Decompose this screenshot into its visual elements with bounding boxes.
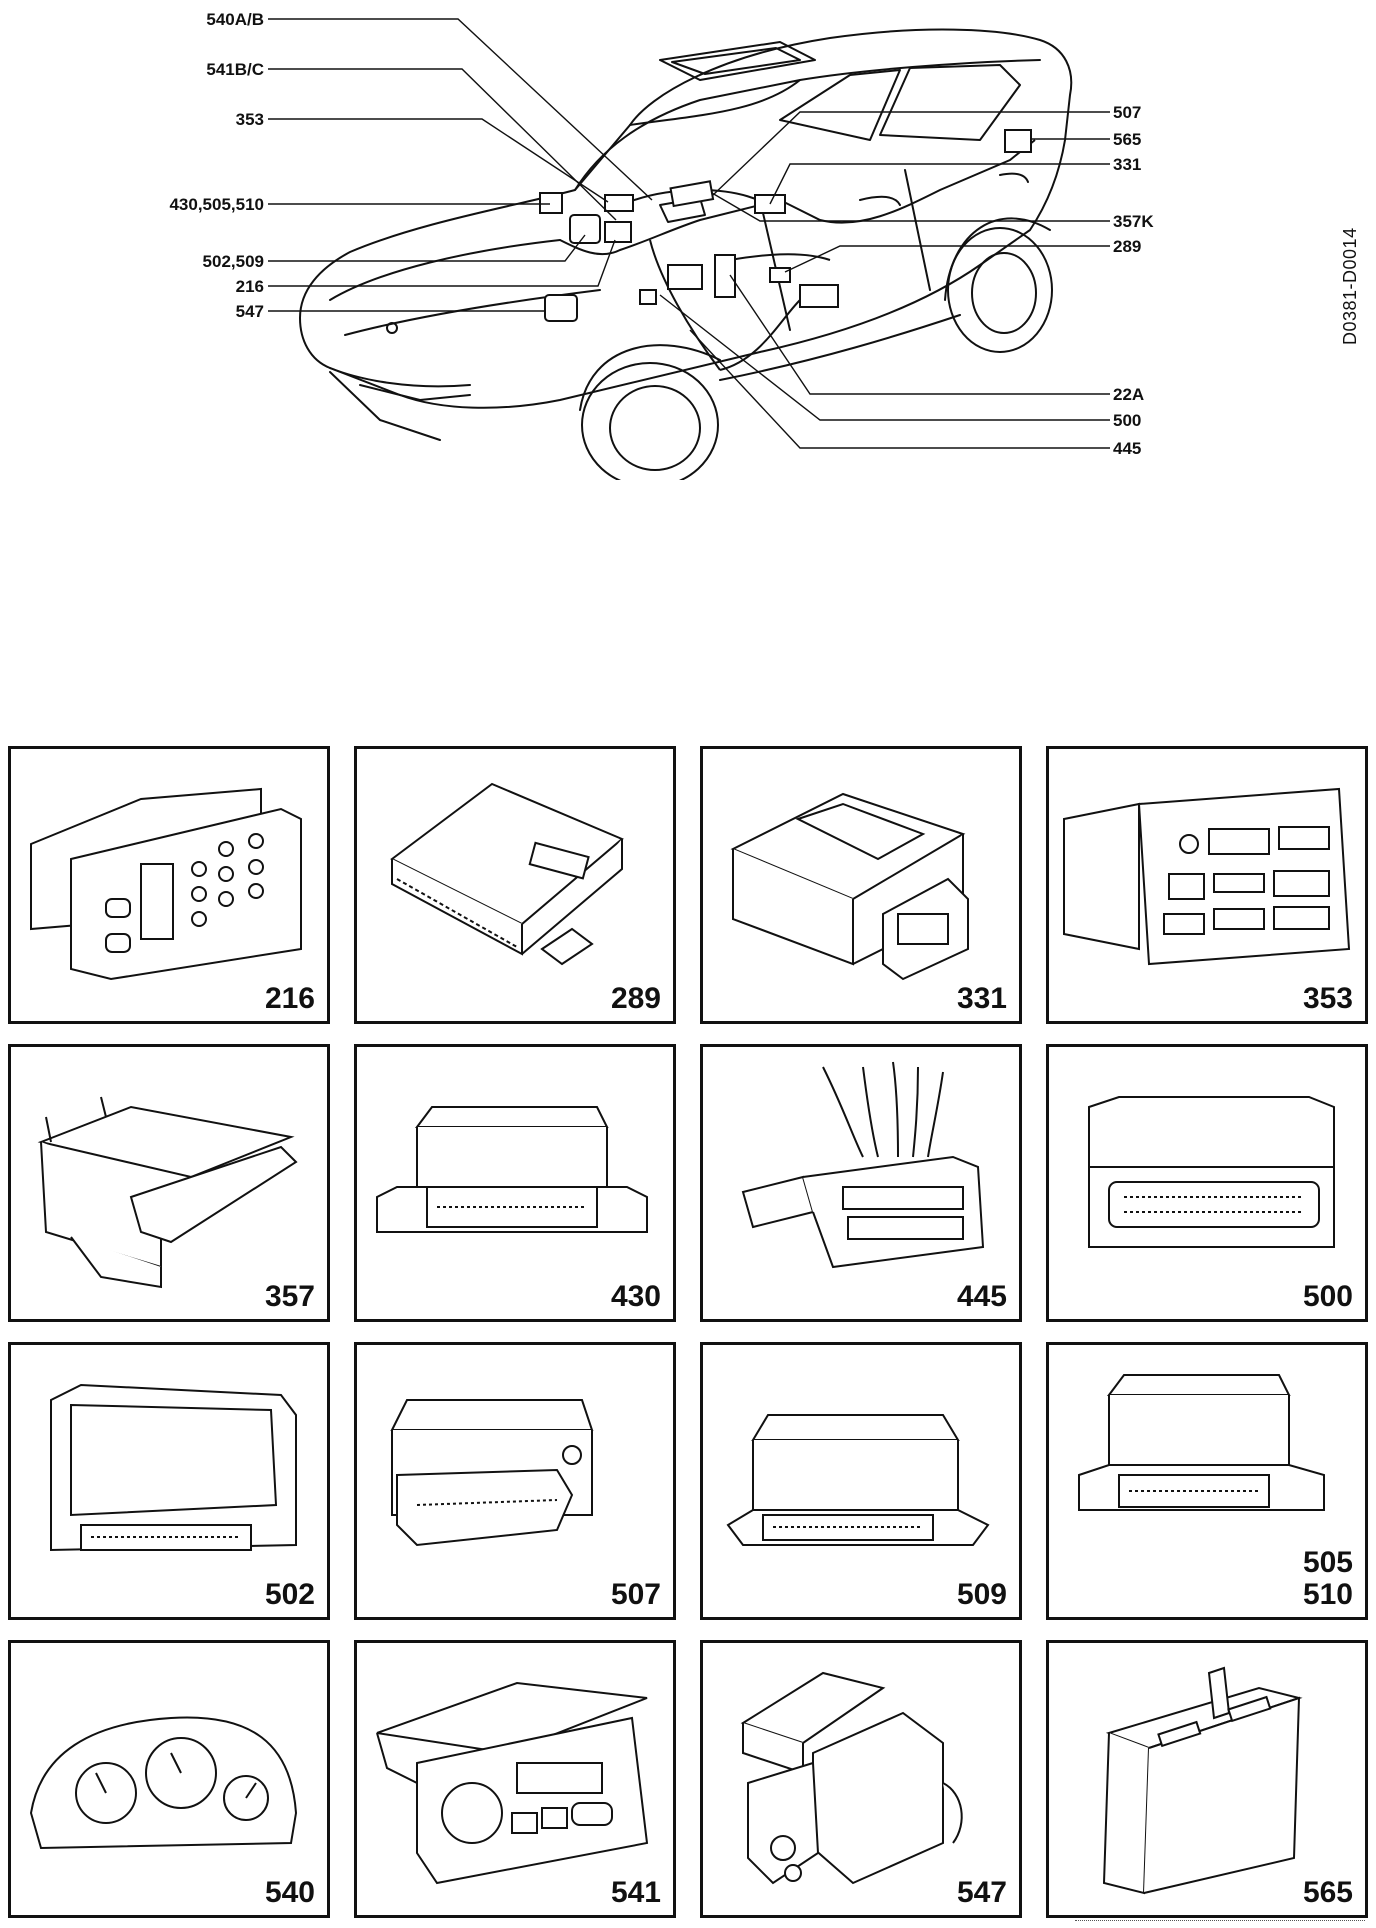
control-module-illustration [1078,1374,1325,1511]
callout-216: 216 [236,277,264,296]
component-tile-357: 357 [8,1044,330,1322]
abs-hydraulic-unit-illustration [740,1671,963,1885]
callout-22a: 22A [1113,385,1144,404]
component-tile-430: 430 [354,1044,676,1322]
component-tile-445: 445 [700,1044,1022,1322]
component-tile-540: 540 [8,1640,330,1918]
component-label: 565 [1302,1876,1353,1909]
component-label: 507 [610,1578,661,1611]
callout-507: 507 [1113,103,1141,122]
diagnostic-connector-illustration [741,1061,985,1269]
callout-565: 565 [1113,130,1141,149]
component-grid: 216 289 331 [8,746,1368,1918]
control-module-illustration [390,782,624,966]
component-tile-541: 541 [354,1640,676,1918]
component-tile-509: 509 [700,1342,1022,1620]
component-tile-507: 507 [354,1342,676,1620]
module-with-bracket-illustration [37,1096,298,1289]
leader-lines [268,18,1110,449]
component-tile-331: 331 [700,746,1022,1024]
module-with-connector-illustration [730,792,969,981]
module-markers [539,129,1032,322]
component-label: 357 [264,1280,315,1313]
information-display-illustration [376,1681,649,1885]
component-label: 509 [956,1578,1007,1611]
car-outline [299,28,1073,480]
car-overview-diagram: 540A/B 541B/C 353 430,505,510 502,509 21… [169,10,1154,480]
component-label: 502 [264,1578,315,1611]
component-tile-502: 502 [8,1342,330,1620]
component-label: 216 [264,982,315,1015]
callout-541bc: 541B/C [206,60,264,79]
climate-control-panel-illustration [30,787,302,981]
engine-control-module-illustration [376,1106,648,1233]
drawing-id: D0381-D0014 [1340,227,1360,345]
component-tile-565: 565 [1046,1640,1368,1918]
component-label: 500 [1302,1280,1353,1313]
component-label: 540 [264,1876,315,1909]
component-tile-500: 500 [1046,1044,1368,1322]
control-module-illustration [1102,1666,1303,1895]
callout-331: 331 [1113,155,1141,174]
callout-540ab: 540A/B [206,10,264,29]
left-callouts: 540A/B 541B/C 353 430,505,510 502,509 21… [169,10,264,321]
component-label: 430 [610,1280,661,1313]
callout-547: 547 [236,302,264,321]
component-tile-353: 353 [1046,746,1368,1024]
divider [1075,1920,1365,1921]
callout-289: 289 [1113,237,1141,256]
callout-430-505-510: 430,505,510 [169,195,264,214]
component-tile-216: 216 [8,746,330,1024]
component-label: 289 [610,982,661,1015]
callout-500: 500 [1113,411,1141,430]
component-label: 353 [1302,982,1353,1015]
control-module-illustration [1088,1096,1335,1248]
component-label: 541 [610,1876,661,1909]
callout-353: 353 [236,110,264,129]
component-tile-547: 547 [700,1640,1022,1918]
instrument-cluster-illustration [29,1716,298,1850]
callout-502-509: 502,509 [203,252,264,271]
callout-357k: 357K [1113,212,1154,231]
callout-445: 445 [1113,439,1141,458]
component-tile-289: 289 [354,746,676,1024]
ecu-module-illustration [50,1383,297,1552]
control-module-illustration [390,1399,594,1547]
component-label: 547 [956,1876,1007,1909]
radio-unit-illustration [1063,787,1351,966]
component-label: 445 [956,1280,1007,1313]
component-label: 331 [956,982,1007,1015]
right-callouts: 507 565 331 357K 289 22A 500 445 [1113,103,1154,458]
control-module-illustration [726,1414,990,1546]
